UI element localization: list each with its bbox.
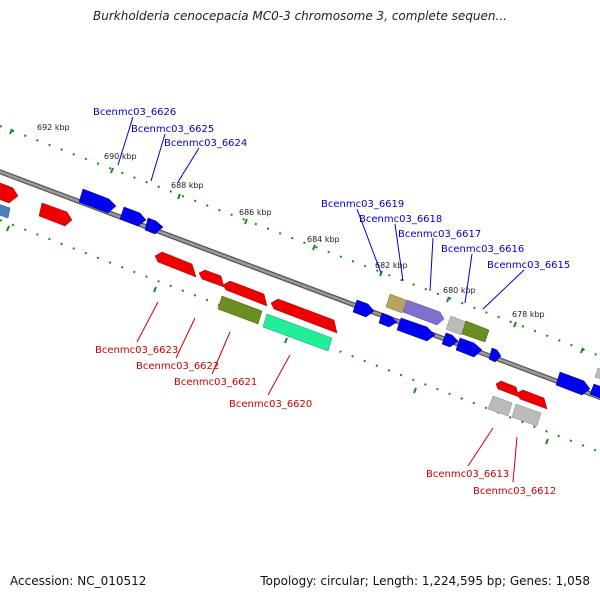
tick-label-686: 686 kbp <box>239 208 272 217</box>
cds-feature[interactable] <box>555 371 591 396</box>
gene-label-6623[interactable]: Bcenmc03_6623 <box>95 345 178 356</box>
forward-strand-features <box>0 179 600 402</box>
map-title: Burkholderia cenocepacia MC0-3 chromosom… <box>93 9 507 23</box>
accession-text: Accession: NC_010512 <box>10 574 147 588</box>
gene-label-6626[interactable]: Bcenmc03_6626 <box>93 107 176 118</box>
cds-feature[interactable] <box>396 317 436 342</box>
cds-feature[interactable] <box>38 202 73 227</box>
cds-feature[interactable] <box>461 320 490 343</box>
cds-feature[interactable] <box>402 299 445 326</box>
cds-feature[interactable] <box>78 188 117 214</box>
cds-feature[interactable] <box>198 269 225 288</box>
gene-label-6624[interactable]: Bcenmc03_6624 <box>164 138 247 149</box>
cds-feature[interactable] <box>511 403 542 427</box>
gene-label-6617[interactable]: Bcenmc03_6617 <box>398 229 481 240</box>
tick-label-684: 684 kbp <box>307 235 340 244</box>
cds-feature[interactable] <box>119 206 147 227</box>
cds-feature[interactable] <box>495 380 520 398</box>
cds-feature[interactable] <box>385 293 407 314</box>
major-ticks <box>6 128 584 445</box>
cds-feature[interactable] <box>154 251 197 278</box>
cds-feature[interactable] <box>455 337 483 358</box>
cds-feature[interactable] <box>352 299 375 318</box>
gene-label-6618[interactable]: Bcenmc03_6618 <box>359 214 442 225</box>
cds-feature[interactable] <box>0 179 19 204</box>
cds-feature[interactable] <box>0 201 11 219</box>
gene-label-6615[interactable]: Bcenmc03_6615 <box>487 260 570 271</box>
cds-feature[interactable] <box>487 395 513 417</box>
gene-label-6621[interactable]: Bcenmc03_6621 <box>174 377 257 388</box>
tick-track-outer <box>0 125 600 357</box>
cds-feature[interactable] <box>378 312 398 328</box>
cds-feature[interactable] <box>262 313 333 352</box>
tick-label-688: 688 kbp <box>171 181 204 190</box>
reverse-strand-features <box>154 251 548 427</box>
cds-feature[interactable] <box>594 367 600 382</box>
cds-feature[interactable] <box>488 347 502 363</box>
tick-label-692: 692 kbp <box>37 123 70 132</box>
gene-label-6622[interactable]: Bcenmc03_6622 <box>136 361 219 372</box>
cds-feature[interactable] <box>516 389 548 410</box>
gene-label-6625[interactable]: Bcenmc03_6625 <box>131 124 214 135</box>
gene-label-6612[interactable]: Bcenmc03_6612 <box>473 486 556 497</box>
cds-feature[interactable] <box>441 332 459 348</box>
cds-feature[interactable] <box>222 280 268 307</box>
gene-label-6613[interactable]: Bcenmc03_6613 <box>426 469 509 480</box>
gene-label-6620[interactable]: Bcenmc03_6620 <box>229 399 312 410</box>
genome-summary-text: Topology: circular; Length: 1,224,595 bp… <box>260 574 590 588</box>
tick-label-682: 682 kbp <box>375 261 408 270</box>
cds-feature[interactable] <box>217 295 263 325</box>
kbp-labels: 692 kbp 690 kbp 688 kbp 686 kbp 684 kbp … <box>37 123 545 319</box>
cds-feature[interactable] <box>144 217 164 235</box>
forward-gene-labels: Bcenmc03_6626 Bcenmc03_6625 Bcenmc03_662… <box>93 107 570 271</box>
gene-label-6616[interactable]: Bcenmc03_6616 <box>441 244 524 255</box>
cds-feature[interactable] <box>589 383 600 402</box>
forward-leader-lines <box>117 116 525 310</box>
tick-label-680: 680 kbp <box>443 286 476 295</box>
cds-feature[interactable] <box>445 315 467 336</box>
tick-label-678: 678 kbp <box>512 310 545 319</box>
cds-feature[interactable] <box>270 298 338 334</box>
reverse-gene-labels: Bcenmc03_6623 Bcenmc03_6622 Bcenmc03_662… <box>95 345 556 497</box>
gene-label-6619[interactable]: Bcenmc03_6619 <box>321 199 404 210</box>
reverse-leader-lines <box>136 301 518 483</box>
